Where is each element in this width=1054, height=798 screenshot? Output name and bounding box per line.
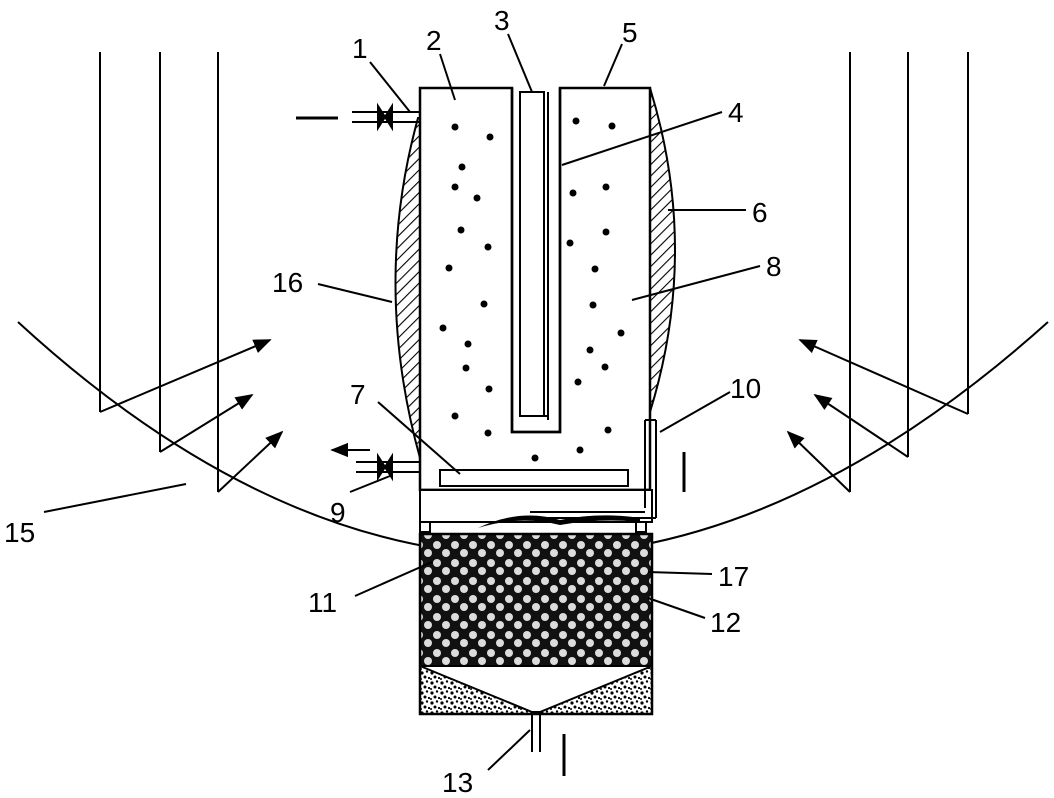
label-12: 12 — [710, 607, 741, 638]
label-6: 6 — [752, 197, 768, 228]
leader-lines — [43, 33, 761, 771]
inner-tube — [510, 88, 562, 434]
label-8: 8 — [766, 251, 782, 282]
packed-bed — [419, 533, 653, 667]
suspended-particles — [439, 117, 625, 462]
label-3: 3 — [494, 5, 510, 36]
reflected-rays-left — [99, 339, 284, 493]
drain-pipe — [531, 712, 566, 776]
label-2: 2 — [426, 25, 442, 56]
incident-rays-right — [849, 52, 969, 492]
inlet-pipe — [296, 102, 420, 132]
incident-rays-left — [99, 52, 219, 492]
label-17: 17 — [718, 561, 749, 592]
label-11: 11 — [308, 587, 337, 618]
electrode — [519, 91, 545, 417]
left-lens — [394, 117, 421, 459]
label-7: 7 — [350, 379, 366, 410]
seal-left — [419, 521, 431, 533]
outlet-pipe — [330, 442, 420, 482]
label-10: 10 — [730, 373, 761, 404]
label-4: 4 — [728, 97, 744, 128]
label-9: 9 — [330, 497, 346, 528]
reflected-rays-right — [786, 339, 969, 493]
filter-plate — [439, 469, 629, 487]
label-16: 16 — [272, 267, 303, 298]
seal-right — [635, 521, 647, 533]
label-1: 1 — [352, 33, 368, 64]
column-outline — [418, 532, 654, 716]
label-13: 13 — [442, 767, 473, 798]
label-15: 15 — [4, 517, 35, 548]
side-pipe — [530, 419, 686, 519]
right-lens — [649, 87, 676, 413]
label-5: 5 — [622, 17, 638, 48]
